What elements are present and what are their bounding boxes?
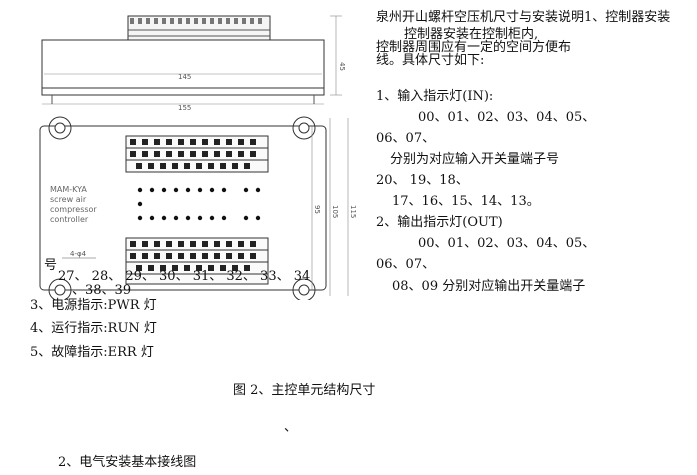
power-indicator-text: 3、电源指示:PWR 灯 xyxy=(30,298,157,313)
input-led-title: 1、输入指示灯(IN): xyxy=(376,89,494,104)
figure-caption: 图 2、主控单元结构尺寸 xyxy=(233,383,376,398)
output-led-title: 2、输出指示灯(OUT) xyxy=(376,215,503,230)
front-dim-95: 95 xyxy=(313,205,321,214)
top-view xyxy=(41,15,342,105)
panel-label-line3: compressor xyxy=(50,205,97,214)
led-indicators xyxy=(137,187,261,221)
overflow-terms-row2: 、38、39 xyxy=(72,283,132,298)
top-width-dim: 145 xyxy=(178,73,191,81)
header-line4: 线。具体尺寸如下: xyxy=(376,53,485,68)
header-line2: 控制器安装在控制柜内, xyxy=(404,27,539,42)
header-line3: 控制器周围应有一定的空间方便布 xyxy=(376,40,572,55)
section-heading: 2、电气安装基本接线图 xyxy=(58,455,197,470)
input-terms-a: 20、 19、18、 xyxy=(376,173,469,188)
front-dim-105: 105 xyxy=(331,205,339,218)
hole-dim: 4-φ4 xyxy=(70,250,87,258)
output-led-desc: 08、09 分别对应输出开关量端子 xyxy=(392,279,586,294)
output-led-nums-a: 00、01、02、03、04、05、 xyxy=(418,236,596,251)
run-indicator-text: 4、运行指示:RUN 灯 xyxy=(30,321,157,336)
mounting-hole-br xyxy=(292,278,316,300)
terminal-screws-bottom xyxy=(130,241,256,271)
mounting-hole-tr xyxy=(292,116,316,140)
panel-label-line4: controller xyxy=(50,215,89,224)
panel-label-line1: MAM-KYA xyxy=(50,185,87,194)
top-terminal-strip xyxy=(128,18,270,37)
input-led-nums-a: 00、01、02、03、04、05、 xyxy=(418,110,596,125)
controller-drawing: 145 155 45 MAM-KY xyxy=(39,15,357,300)
output-led-nums-b: 06、07、 xyxy=(376,257,436,272)
mounting-hole-bl xyxy=(48,278,72,300)
stray-mark: 、 xyxy=(284,420,298,435)
terminal-screws-top xyxy=(130,139,256,169)
top-outer-dim: 155 xyxy=(178,104,191,112)
overflow-hao: 号 xyxy=(44,258,58,273)
input-terms-b: 17、16、15、14、13。 xyxy=(392,194,540,209)
error-indicator-text: 5、故障指示:ERR 灯 xyxy=(30,345,154,360)
input-led-desc: 分别为对应输入开关量端子号 xyxy=(390,152,560,167)
front-dim-115: 115 xyxy=(349,205,357,218)
top-height-dim: 45 xyxy=(338,62,346,71)
panel-label-line2: screw air xyxy=(50,195,87,204)
mounting-hole-tl xyxy=(48,116,72,140)
header-title: 泉州开山螺杆空压机尺寸与安装说明1、控制器安装 xyxy=(376,10,671,25)
input-led-nums-b: 06、07、 xyxy=(376,131,436,146)
overflow-terms-row1: 27、 28、 29、 30、 31、 32、 33、 34 xyxy=(58,269,311,284)
